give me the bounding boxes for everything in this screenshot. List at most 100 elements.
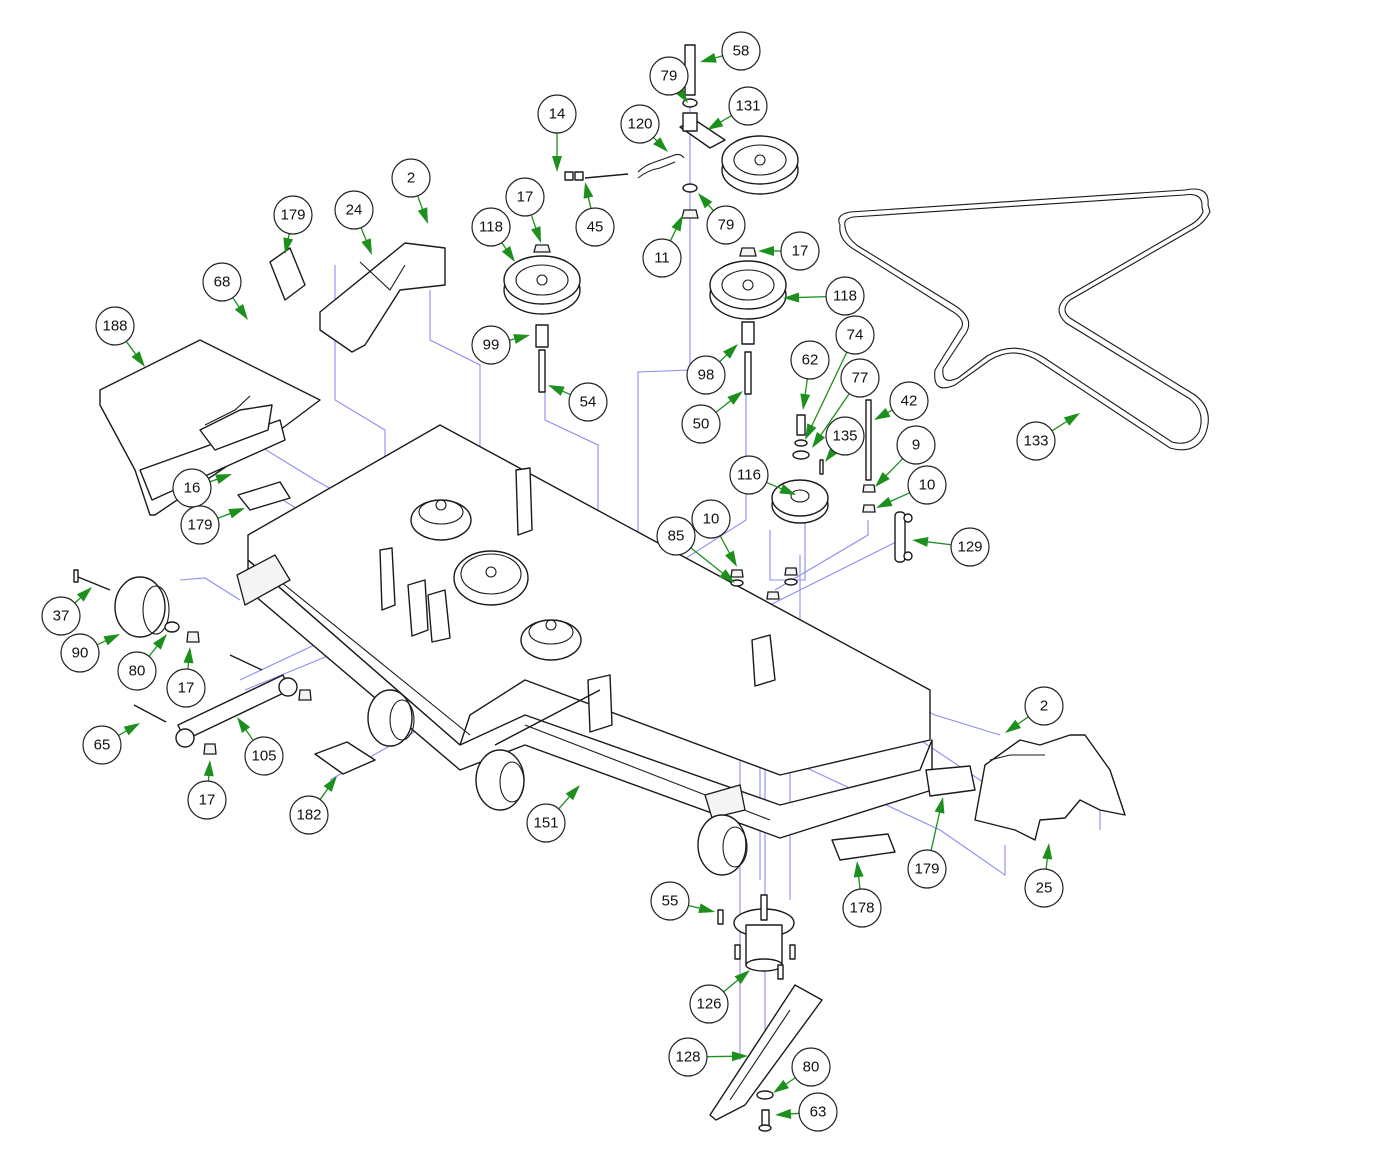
deck-pulley-right	[520, 619, 582, 661]
callout-50: 50	[681, 391, 743, 444]
arrowhead-icon	[912, 536, 929, 547]
callout-label: 179	[187, 517, 212, 534]
callout-label: 17	[517, 189, 534, 206]
arrowhead-icon	[671, 215, 683, 232]
callout-circle	[273, 195, 313, 235]
callout-74: 74	[805, 315, 875, 440]
arrowhead-icon	[228, 508, 245, 519]
callout-circle	[825, 276, 865, 316]
arrowhead-icon	[323, 776, 337, 792]
callout-label: 74	[847, 327, 864, 344]
callout-circle	[950, 527, 990, 567]
callout-circle	[728, 86, 768, 126]
callout-label: 129	[957, 539, 982, 556]
callout-circle	[41, 596, 81, 636]
callout-circle	[649, 56, 689, 96]
spindle-126	[717, 894, 796, 980]
callout-label: 188	[102, 318, 127, 335]
callout-135: 135	[825, 416, 865, 462]
arrowhead-icon	[800, 393, 811, 410]
callout-24: 24	[334, 190, 374, 255]
callout-179: 179	[907, 797, 947, 889]
callout-45: 45	[575, 182, 615, 247]
callout-label: 135	[832, 428, 857, 445]
idler-pulley-right	[709, 247, 787, 395]
nuts-washers-85-10	[730, 567, 798, 600]
callout-label: 105	[251, 748, 276, 765]
deflector-25	[974, 734, 1126, 841]
callout-9: 9	[875, 425, 936, 487]
chute-24	[269, 242, 446, 353]
callout-circle	[889, 381, 929, 421]
callout-90: 90	[60, 633, 120, 673]
callout-126: 126	[689, 970, 750, 1024]
callout-circle	[790, 340, 830, 380]
arrowhead-icon	[723, 344, 738, 359]
callout-62: 62	[790, 340, 830, 410]
callout-circle	[289, 795, 329, 835]
callout-label: 14	[549, 106, 566, 123]
callout-label: 77	[852, 370, 869, 387]
arrowhead-icon	[513, 334, 530, 344]
callout-label: 126	[696, 996, 721, 1013]
callout-label: 45	[587, 219, 604, 236]
leader-line	[690, 547, 728, 578]
callout-2: 2	[1005, 686, 1064, 733]
callout-label: 80	[803, 1059, 820, 1076]
callout-label: 10	[703, 511, 720, 528]
arrowhead-icon	[805, 423, 817, 440]
callout-circle	[907, 849, 947, 889]
callout-128: 128	[668, 1037, 748, 1077]
arrowhead-icon	[183, 647, 194, 664]
callout-label: 25	[1036, 880, 1053, 897]
callout-131: 131	[707, 86, 768, 130]
arrowhead-icon	[934, 797, 945, 814]
callout-circle	[825, 416, 865, 456]
callout-label: 133	[1023, 433, 1048, 450]
callout-circle	[166, 668, 206, 708]
front-axle	[494, 689, 601, 746]
pulley-116	[771, 399, 876, 524]
callout-circle	[575, 207, 615, 247]
arrowhead-icon	[700, 53, 717, 63]
callout-circle	[780, 231, 820, 271]
arrowhead-icon	[812, 431, 826, 448]
callout-circle	[202, 262, 242, 302]
arrowhead-icon	[719, 569, 735, 583]
callout-label: 151	[533, 815, 558, 832]
callout-circle	[896, 425, 936, 465]
callout-circle	[689, 984, 729, 1024]
arrowhead-icon	[853, 861, 864, 878]
callout-label: 90	[72, 645, 89, 662]
callout-label: 17	[178, 680, 195, 697]
callout-80: 80	[117, 634, 167, 691]
link-arm-105	[133, 654, 312, 755]
callout-label: 80	[129, 663, 146, 680]
callout-circle	[526, 803, 566, 843]
callout-label: 16	[184, 480, 201, 497]
arrowhead-icon	[773, 1079, 790, 1093]
arrowhead-icon	[215, 474, 232, 485]
callout-label: 65	[94, 737, 111, 754]
callout-circle	[656, 516, 696, 556]
callout-label: 79	[718, 217, 735, 234]
callout-17: 17	[758, 231, 820, 271]
arrowhead-icon	[783, 292, 800, 303]
idler-pulley-left	[503, 244, 581, 393]
callout-label: 118	[479, 219, 503, 236]
arrowhead-icon	[283, 237, 294, 254]
arrowhead-icon	[1063, 413, 1080, 426]
arrowhead-icon	[565, 785, 580, 801]
arrowhead-icon	[698, 903, 715, 914]
callout-25: 25	[1024, 843, 1064, 908]
tension-spring	[564, 153, 685, 181]
decals	[237, 481, 976, 861]
callout-63: 63	[775, 1092, 838, 1132]
callout-label: 120	[627, 116, 652, 133]
callout-10: 10	[691, 499, 737, 567]
callout-circle	[1024, 686, 1064, 726]
callout-label: 63	[810, 1104, 827, 1121]
arrowhead-icon	[727, 391, 743, 405]
callout-label: 79	[661, 68, 678, 85]
callout-label: 17	[792, 243, 809, 260]
